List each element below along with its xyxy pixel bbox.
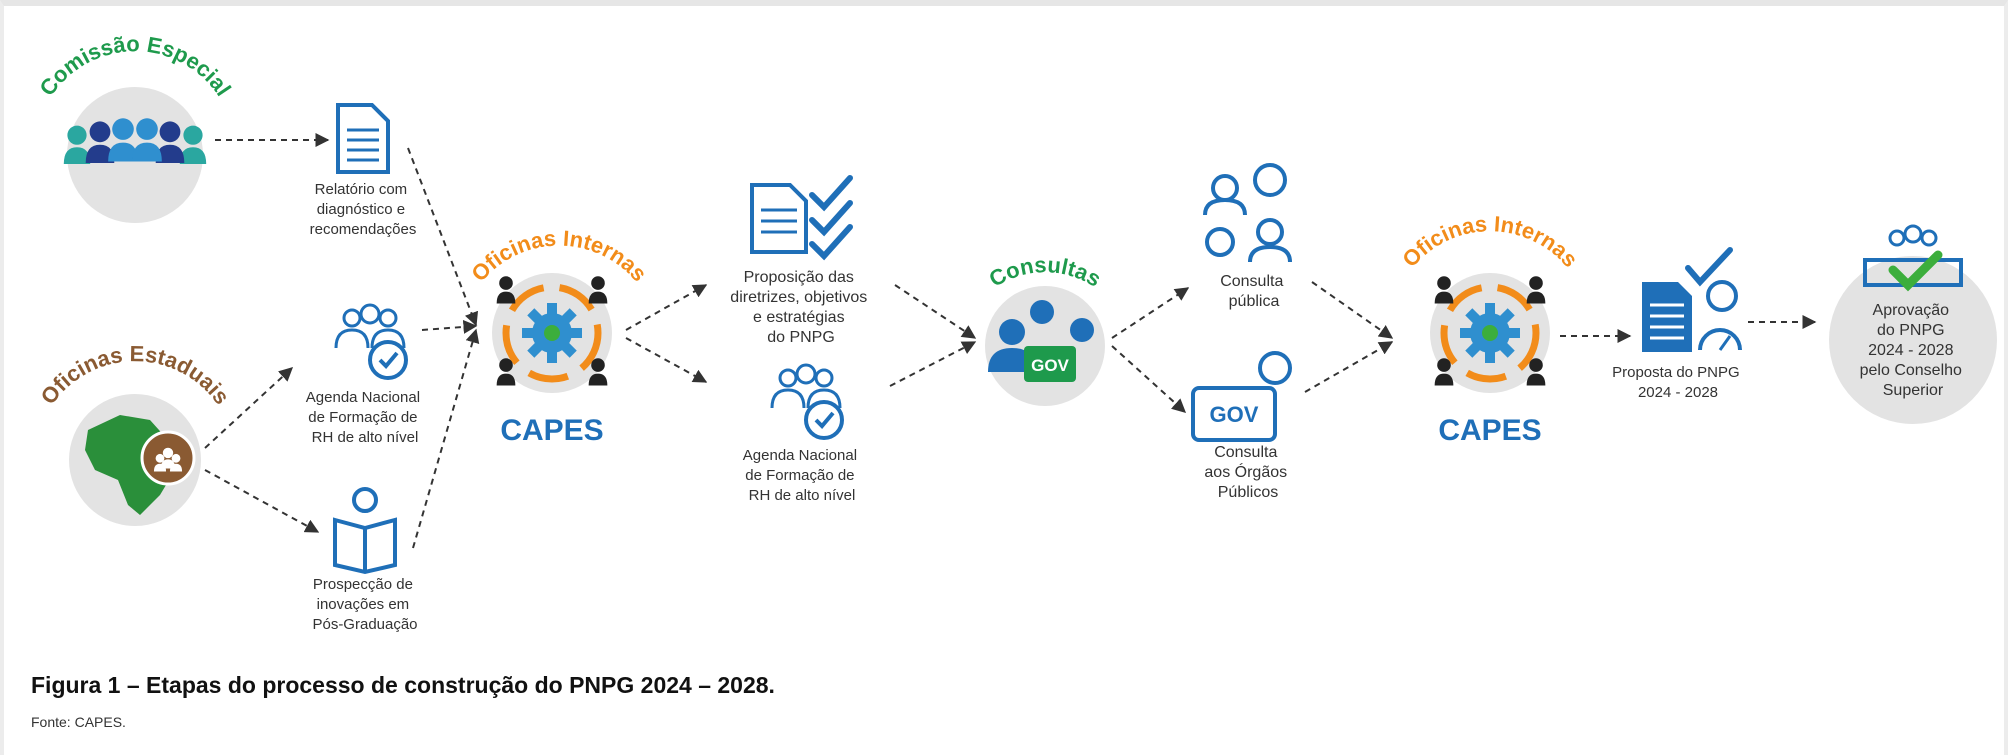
arrow-consultas-publica [1111, 287, 1190, 339]
proposta-node: Proposta do PNPG 2024 - 2028 [1612, 247, 1744, 401]
figure-caption: Figura 1 – Etapas do processo de constru… [31, 672, 775, 698]
comissao-especial-node: Comissão Especial [34, 31, 236, 223]
svg-text:Agenda Nacional de Form: Agenda Nacional de Formação de RH de alt… [743, 447, 861, 504]
consultas-title: Consultas [985, 252, 1106, 292]
group-check-icon [770, 363, 844, 440]
arrow-publica-capes2 [1311, 281, 1394, 339]
svg-text:Consultas: Consultas [985, 252, 1106, 292]
arrow-proposicao-consultas [894, 284, 977, 339]
svg-text:Consulta aos Órgãos: Consulta aos Órgãos Públicos [1204, 444, 1291, 501]
gear-team-icon-2 [1430, 273, 1550, 393]
group-check-icon [334, 303, 408, 380]
gear-team-icon [492, 273, 612, 393]
capes-label-1: CAPES [500, 414, 603, 447]
arrow-prospeccao-capes [412, 328, 480, 549]
svg-text:Oficinas Internas: Oficinas Internas [1397, 211, 1583, 272]
svg-text:Proposta do PNPG 2024 -: Proposta do PNPG 2024 - 2028 [1612, 364, 1744, 401]
arrow-capes-agenda2 [625, 337, 708, 383]
agenda-nacional-node-2: Agenda Nacional de Formação de RH de alt… [743, 363, 861, 504]
oficinas-internas-node-1: Oficinas Internas CAPES [466, 226, 652, 447]
gov-label-2: GOV [1210, 402, 1259, 427]
consulta-orgaos-node: GOV Consulta aos Órgãos Públicos [1191, 351, 1292, 501]
svg-text:Aprovação do PNPG: Aprovação do PNPG 2024 - 2028 pelo Conse… [1860, 302, 1967, 399]
arrow-consultas-orgaos [1111, 345, 1187, 413]
prospeccao-node: Prospecção de inovações em Pós-Graduação [312, 487, 418, 633]
figure-source: Fonte: CAPES. [31, 714, 126, 730]
oficinas-internas-title-2: Oficinas Internas [1397, 211, 1583, 272]
capes-label-2: CAPES [1438, 414, 1541, 447]
consulta-publica-node: Consulta pública [1203, 163, 1292, 310]
group-approval-icon [1863, 224, 1963, 292]
agenda-nacional-node: Agenda Nacional de Formação de RH de alt… [306, 303, 424, 446]
arrow-agenda2-consultas [889, 341, 977, 387]
document-gauge-icon [1642, 247, 1742, 352]
oficinas-internas-node-2: Oficinas Internas CAPES [1397, 211, 1583, 447]
svg-text:Proposição das diretrize: Proposição das diretrizes, objetivos e e… [730, 269, 871, 346]
people-chat-icon [1203, 163, 1292, 263]
svg-text:Relatório com diagnóstic: Relatório com diagnóstico e recomendaçõe… [310, 181, 417, 238]
arrow-orgaos-capes2 [1304, 341, 1394, 393]
arrow-capes-proposicao [625, 284, 708, 331]
document-checks-icon [750, 175, 853, 261]
arrow-agenda-capes [421, 319, 478, 334]
svg-text:Prospecção de inovações: Prospecção de inovações em Pós-Graduação [312, 576, 417, 633]
svg-text:Agenda Nacional de Form: Agenda Nacional de Formação de RH de alt… [306, 389, 424, 446]
relatorio-node: Relatório com diagnóstico e recomendaçõe… [310, 103, 417, 238]
proposicao-node: Proposição das diretrizes, objetivos e e… [730, 175, 871, 346]
chat-bubble-icon [1258, 351, 1292, 385]
gov-label: GOV [1031, 356, 1069, 375]
aprovacao-node: Aprovação do PNPG 2024 - 2028 pelo Conse… [1829, 224, 1997, 424]
oficinas-estaduais-node: Oficinas Estaduais [36, 341, 235, 526]
arrow-oficinas-prospeccao [204, 469, 320, 533]
svg-text:Consulta pública: Consulta pública [1220, 273, 1288, 310]
process-diagram: Comissão Especial Oficinas Estaduais Rel… [34, 31, 1997, 633]
consultas-node: Consultas GOV [985, 252, 1106, 406]
document-icon [336, 103, 390, 174]
reader-book-icon [333, 487, 397, 575]
arrow-relatorio-capes [407, 147, 479, 327]
arrow-oficinas-agenda [204, 367, 294, 449]
